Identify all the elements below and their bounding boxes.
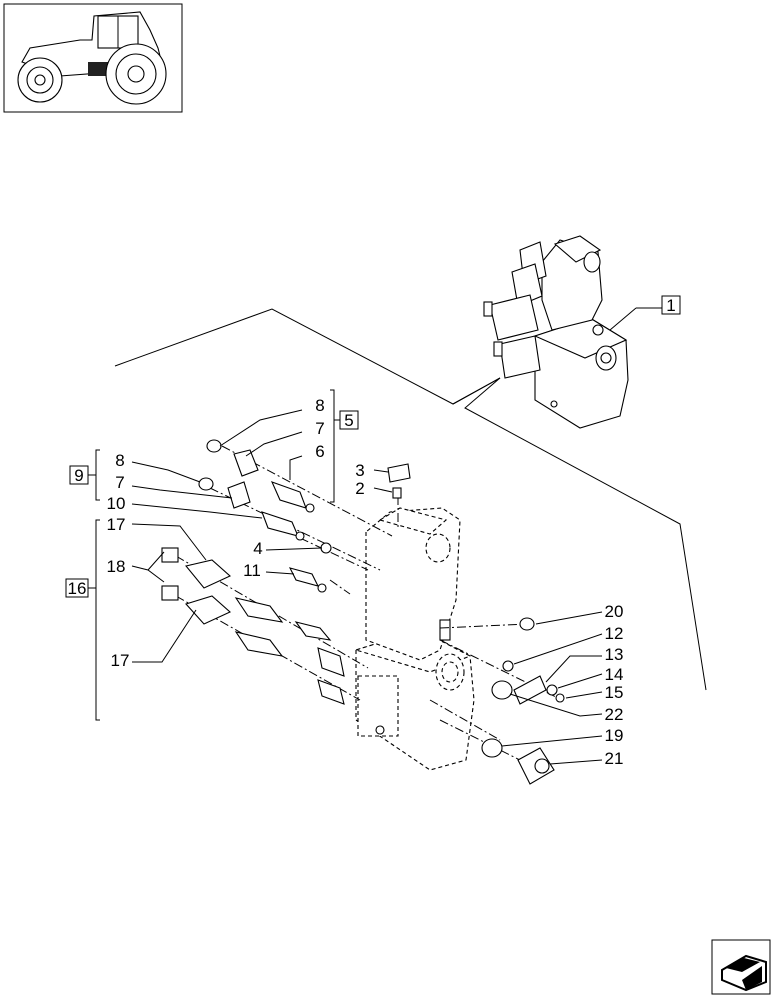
group-label-1: 1 (666, 296, 675, 315)
callout-13: 13 (605, 645, 624, 664)
group-bracket-5: 5 (330, 389, 359, 503)
valve-assembly-icon (483, 235, 629, 429)
callout-20: 20 (605, 602, 624, 621)
callout-3: 3 (355, 461, 364, 480)
callout-10: 10 (107, 494, 126, 513)
callout-21: 21 (605, 749, 624, 768)
callout-8-top: 8 (315, 396, 324, 415)
tractor-thumbnail-icon[interactable] (3, 3, 183, 113)
callout-14: 14 (605, 665, 624, 684)
group-bracket-9: 9 (69, 449, 100, 501)
axis-line-2 (209, 487, 381, 571)
axis-line-3 (299, 537, 369, 571)
callout-7-left: 7 (115, 473, 124, 492)
callout-17-bottom: 17 (111, 651, 130, 670)
group-label-16: 16 (68, 579, 87, 598)
callout-19: 19 (605, 726, 624, 745)
washer-icon (198, 439, 222, 491)
fitting-icon (481, 617, 565, 785)
axis-line-4 (329, 579, 351, 595)
callout-17-top: 17 (107, 515, 126, 534)
group-label-5: 5 (344, 411, 353, 430)
spring-icon (161, 547, 345, 705)
valve-body-icon (354, 507, 475, 771)
callout-18: 18 (107, 557, 126, 576)
group-label-9: 9 (74, 466, 83, 485)
next-page-arrow-icon[interactable] (711, 939, 771, 995)
leader-bracket-right (452, 377, 707, 691)
axis-line-8 (439, 623, 529, 629)
axis-line-top (221, 445, 393, 537)
callout-2: 2 (355, 479, 364, 498)
axis-line-10 (429, 699, 501, 741)
group-label-1-box: 1 (609, 295, 681, 331)
leader-bracket-left (114, 308, 501, 405)
group-bracket-16: 16 (65, 519, 100, 721)
callout-15: 15 (605, 683, 624, 702)
spool-icon (261, 481, 315, 541)
callout-6: 6 (315, 442, 324, 461)
callout-12: 12 (605, 624, 624, 643)
callout-22: 22 (605, 705, 624, 724)
callout-7-top: 7 (315, 419, 324, 438)
callout-8-left: 8 (115, 451, 124, 470)
callout-4: 4 (253, 539, 262, 558)
cap-icon (227, 449, 259, 509)
callout-11: 11 (243, 561, 261, 580)
